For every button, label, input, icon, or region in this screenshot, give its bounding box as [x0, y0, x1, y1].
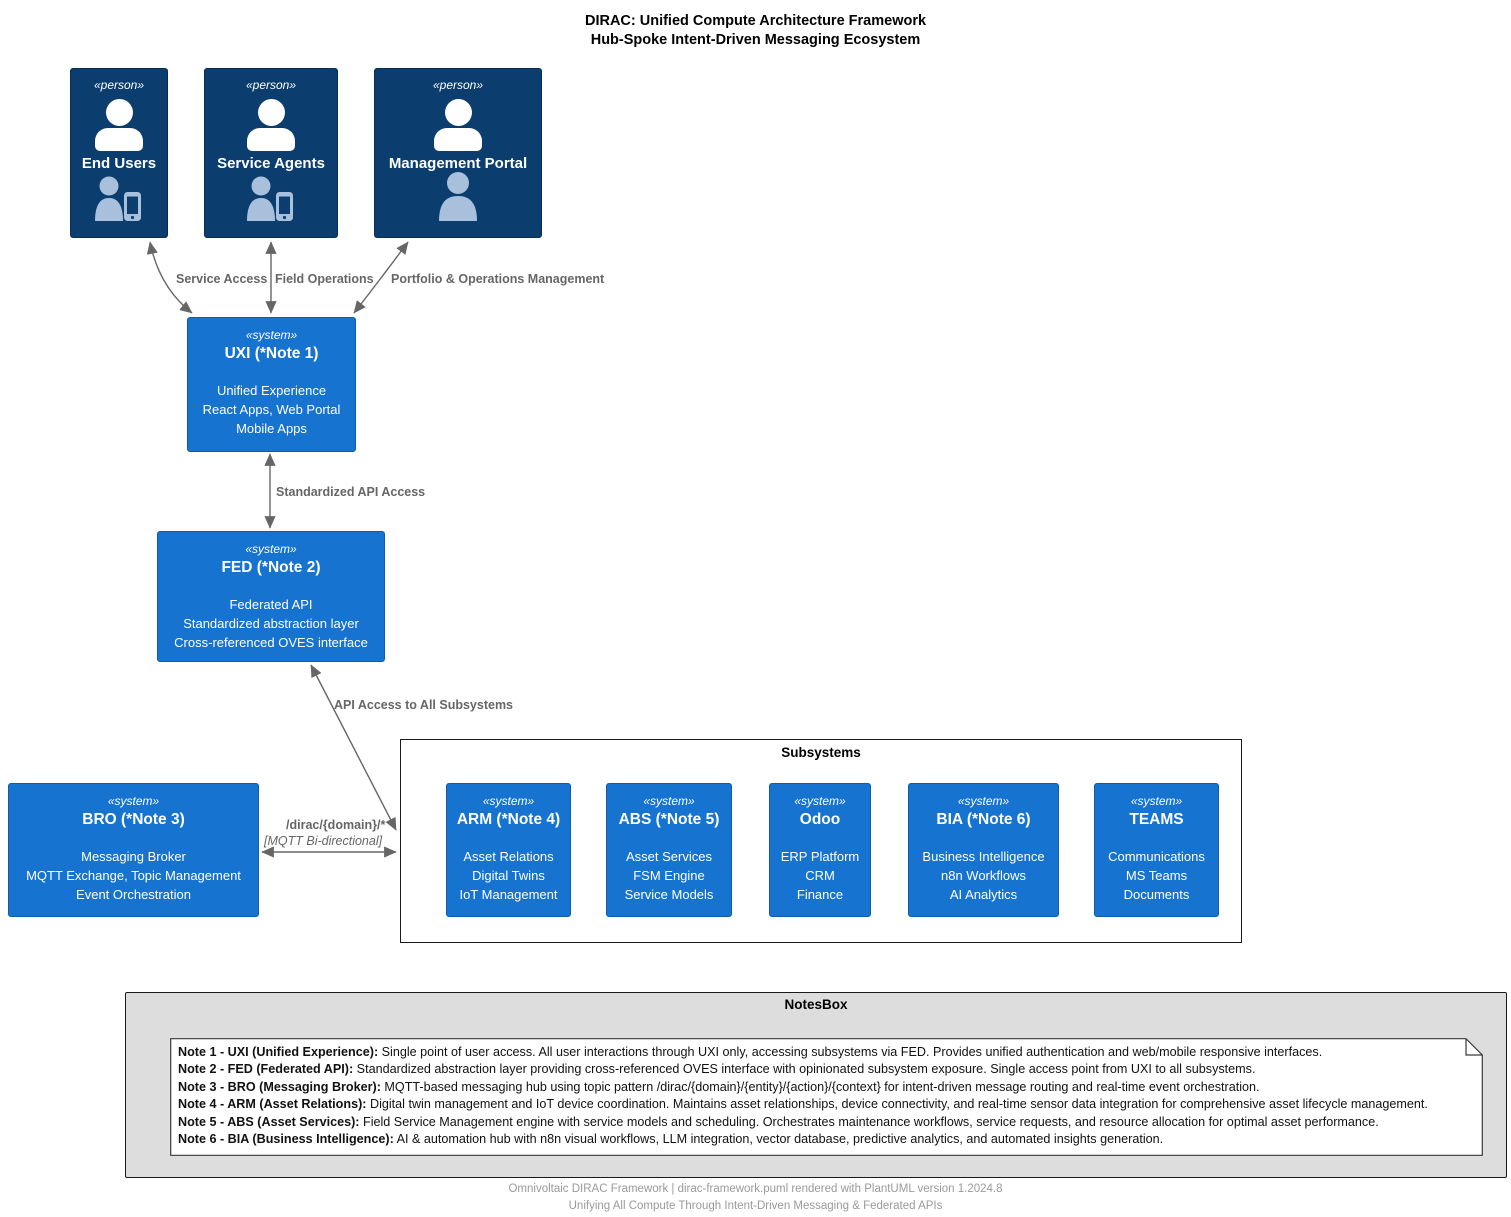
system-description-line: Asset Relations — [463, 849, 554, 864]
person-icon — [95, 99, 143, 151]
system-description-line: Service Models — [624, 887, 714, 902]
stereotype-label: «system» — [1130, 794, 1183, 808]
stereotype-label: «person» — [432, 78, 484, 92]
system-description-line: AI Analytics — [949, 887, 1018, 902]
person-with-mobile-icon — [205, 175, 337, 226]
subsystems-title: Subsystems — [781, 745, 861, 760]
person-icon — [247, 99, 295, 151]
stereotype-label: «system» — [107, 794, 160, 808]
person-management-portal: «person» Management Portal — [374, 68, 542, 238]
system-description-line: MQTT Exchange, Topic Management — [26, 868, 241, 883]
footer-line-1: Omnivoltaic DIRAC Framework | dirac-fram… — [508, 1183, 1003, 1195]
stereotype-label: «system» — [643, 794, 695, 808]
edge-label-standardized-api: Standardized API Access — [276, 485, 426, 499]
note-line: Note 6 - BIA (Business Intelligence): AI… — [178, 1132, 1164, 1147]
note-background — [170, 1038, 1483, 1156]
system-description-line: Mobile Apps — [236, 421, 307, 436]
system-uxi: «system» UXI (*Note 1) Unified Experienc… — [187, 317, 356, 452]
edge-label-portfolio: Portfolio & Operations Management — [391, 272, 605, 286]
diagram-subtitle: Hub-Spoke Intent-Driven Messaging Ecosys… — [590, 32, 921, 48]
system-description-line: Finance — [796, 887, 844, 902]
person-name: Management Portal — [388, 155, 528, 172]
stereotype-label: «system» — [794, 794, 846, 808]
system-name: FED (*Note 2) — [221, 559, 321, 576]
note-line: Note 3 - BRO (Messaging Broker): MQTT-ba… — [178, 1079, 1260, 1094]
system-description-line: Cross-referenced OVES interface — [174, 635, 368, 650]
note-line: Note 5 - ABS (Asset Services): Field Ser… — [178, 1114, 1379, 1129]
stereotype-label: «system» — [957, 794, 1010, 808]
edge-label-mqtt-topic: /dirac/{domain}/* — [286, 818, 386, 832]
stereotype-label: «person» — [245, 78, 297, 92]
system-description-line: CRM — [805, 868, 835, 883]
diagram-title: DIRAC: Unified Compute Architecture Fram… — [584, 13, 927, 29]
stereotype-label: «system» — [482, 794, 535, 808]
stereotype-label: «person» — [93, 78, 145, 92]
system-description-line: Event Orchestration — [76, 887, 191, 902]
edge-label-api-access: API Access to All Subsystems — [334, 698, 514, 712]
person-end-users: «person» End Users — [70, 68, 168, 238]
edge-label-mqtt-mode: [MQTT Bi-directional] — [264, 834, 383, 848]
system-bia: «system» BIA (*Note 6) Business Intellig… — [908, 783, 1059, 917]
stereotype-label: «system» — [245, 542, 297, 556]
system-name: TEAMS — [1129, 811, 1184, 828]
system-description-line: Digital Twins — [472, 868, 545, 883]
edge-label-service-access: Service Access — [176, 272, 268, 286]
system-description-line: Business Intelligence — [922, 849, 1045, 864]
system-name: BRO (*Note 3) — [82, 811, 185, 828]
note-line: Note 1 - UXI (Unified Experience): Singl… — [178, 1045, 1323, 1059]
note-text: Note 1 - UXI (Unified Experience): Singl… — [178, 1044, 1461, 1148]
stereotype-label: «system» — [245, 328, 298, 342]
system-description-line: Asset Services — [626, 849, 712, 864]
system-arm: «system» ARM (*Note 4) Asset Relations D… — [446, 783, 571, 917]
system-description-line: Messaging Broker — [81, 849, 186, 864]
system-description-line: IoT Management — [459, 887, 558, 902]
system-description-line: MS Teams — [1125, 868, 1188, 883]
system-description-line: FSM Engine — [633, 868, 705, 883]
system-name: ABS (*Note 5) — [618, 811, 720, 828]
footer-line-2: Unifying All Compute Through Intent-Driv… — [568, 1200, 943, 1212]
system-odoo: «system» Odoo ERP Platform CRM Finance — [769, 783, 871, 917]
system-description-line: Documents — [1123, 887, 1190, 902]
person-service-agents: «person» Service Agents — [204, 68, 338, 238]
system-name: ARM (*Note 4) — [456, 811, 561, 828]
note: Note 1 - UXI (Unified Experience): Singl… — [170, 1038, 1483, 1156]
system-name: Odoo — [799, 811, 841, 828]
person-name: Service Agents — [217, 155, 325, 172]
system-description-line: Federated API — [229, 597, 313, 612]
system-description-line: Unified Experience — [216, 383, 327, 398]
person-name: End Users — [81, 155, 157, 172]
system-fed: «system» FED (*Note 2) Federated API Sta… — [157, 531, 385, 662]
system-teams: «system» TEAMS Communications MS Teams D… — [1094, 783, 1219, 917]
diagram-header: DIRAC: Unified Compute Architecture Fram… — [0, 12, 1511, 50]
system-bro: «system» BRO (*Note 3) Messaging Broker … — [8, 783, 259, 917]
system-name: BIA (*Note 6) — [936, 811, 1031, 828]
system-description-line: n8n Workflows — [940, 868, 1026, 883]
person-icon — [434, 99, 482, 151]
edge-label-field-operations: Field Operations — [275, 272, 374, 286]
person-with-mobile-icon — [71, 175, 167, 226]
system-description-line: ERP Platform — [780, 849, 860, 864]
system-abs: «system» ABS (*Note 5) Asset Services FS… — [606, 783, 732, 917]
notes-box-title: NotesBox — [784, 997, 848, 1012]
note-line: Note 4 - ARM (Asset Relations): Digital … — [178, 1097, 1428, 1112]
note-line: Note 2 - FED (Federated API): Standardiz… — [178, 1062, 1256, 1077]
system-name: UXI (*Note 1) — [224, 345, 319, 362]
system-description-line: Standardized abstraction layer — [183, 616, 359, 631]
system-description-line: Communications — [1108, 849, 1205, 864]
system-description-line: React Apps, Web Portal — [202, 402, 341, 417]
person-icon — [375, 171, 541, 226]
